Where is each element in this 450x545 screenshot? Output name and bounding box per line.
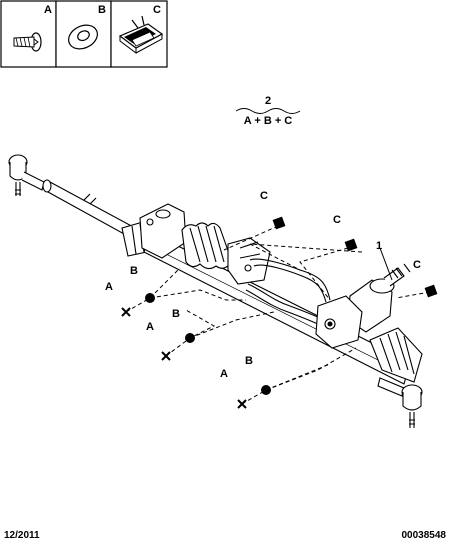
steering-rack-assembly (8, 154, 423, 428)
callout-c: C (333, 214, 341, 226)
callout-b: B (245, 355, 253, 367)
legend-letter-c: C (153, 4, 161, 16)
footer-code: 00038548 (401, 530, 447, 541)
central-bellows (181, 222, 233, 270)
right-tie-rod-end (377, 377, 423, 428)
screw-markers (121, 307, 247, 409)
callout-c: C (413, 259, 421, 271)
callout-item-1: 1 (376, 240, 382, 252)
screw-marker (237, 399, 247, 409)
callout-a: A (105, 281, 113, 293)
right-boot (369, 327, 423, 383)
legend-box-a: A (0, 0, 57, 68)
footer-date: 12/2011 (4, 530, 40, 541)
formula-expression: A + B + C (244, 115, 293, 127)
valve-body (315, 295, 363, 349)
clip-nut-marker (272, 216, 286, 230)
callout-b: B (172, 308, 180, 320)
clip-nut-icon (118, 15, 164, 54)
legend-letter-a: A (44, 4, 52, 16)
washer-markers (145, 293, 271, 395)
washer-marker (185, 333, 195, 343)
washer-icon (68, 24, 98, 50)
clip-nut-marker (344, 238, 358, 252)
left-tie-rod-end (8, 154, 52, 196)
legend-letter-b: B (98, 4, 106, 16)
item-1-leader (379, 247, 393, 281)
callout-b: B (130, 265, 138, 277)
washer-marker (145, 293, 155, 303)
washer-marker (261, 385, 271, 395)
callout-labels: C C C 1 B A B A B A (105, 190, 421, 380)
left-mount (139, 203, 187, 259)
fastener-callouts (125, 225, 431, 405)
callout-c: C (260, 190, 268, 202)
legend-box-b: B (55, 0, 112, 68)
clip-nut-marker (424, 284, 438, 298)
formula-quantity: 2 (265, 95, 271, 107)
screw-marker (161, 351, 171, 361)
callout-a: A (220, 368, 228, 380)
legend-box-c: C (110, 0, 168, 68)
clip-nut-markers (272, 216, 438, 298)
callout-a: A (146, 321, 154, 333)
screw-icon (13, 32, 42, 52)
screw-marker (121, 307, 131, 317)
kit-formula: 2 A + B + C (235, 95, 301, 127)
